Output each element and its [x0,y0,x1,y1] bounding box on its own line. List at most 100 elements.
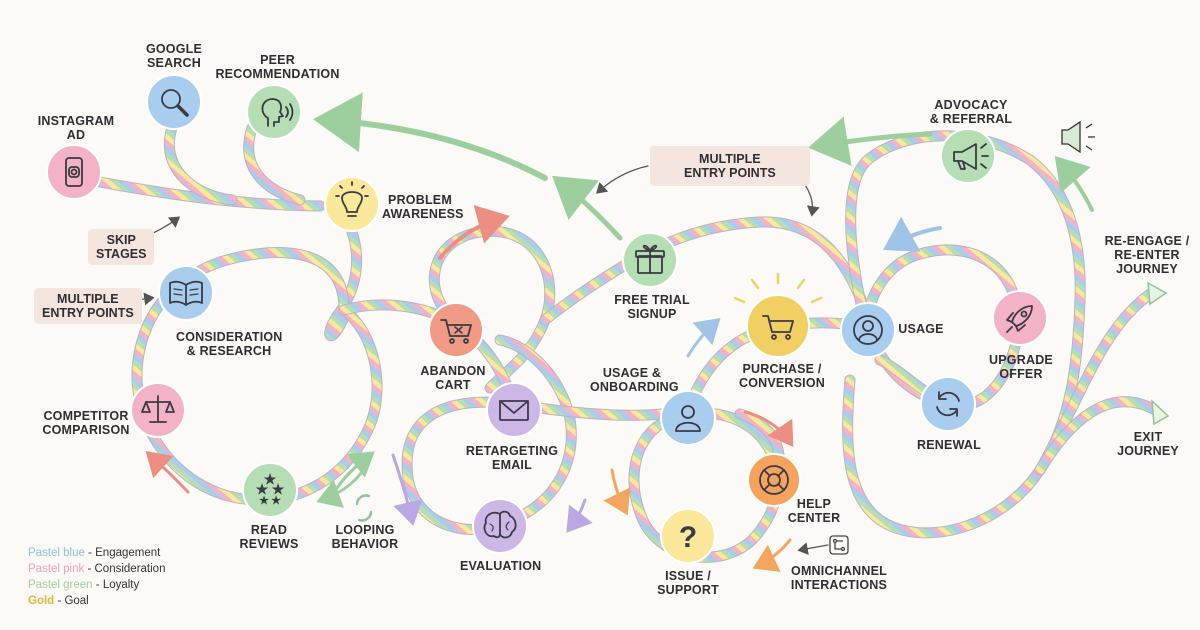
node-circle [747,453,801,507]
legend-item: Pastel blue - Engagement [28,547,161,559]
rope-to-trial [540,217,875,329]
node-help-center [747,453,801,507]
rope-consideration-loop [132,248,382,505]
journey-nodes: ★★★★★? [46,74,1048,564]
node-circle [46,144,102,200]
node-circle [428,302,484,358]
rocket-icon [1006,305,1033,333]
node-circle [324,176,380,232]
node-circle [486,382,542,438]
node-read-reviews: ★★★★★ [242,462,298,518]
omnichannel-icon [829,535,849,555]
scales-icon [141,395,175,423]
rope-peer [244,123,305,205]
megaphone-small-icon [1061,120,1095,154]
arrow-renewal-loop [883,216,942,252]
arrow-entry-left [596,165,649,194]
refresh-icon [936,391,960,417]
svg-text:?: ? [679,521,697,554]
re-engage-arrowhead [1147,281,1168,306]
user-circle-icon [853,315,883,345]
stars-icon: ★★★★★ [256,471,285,507]
arrow-trial-up [552,175,623,241]
brain-icon [483,510,517,539]
node-circle [920,376,976,432]
label-purchase-conversion: PURCHASE /CONVERSION [738,362,826,390]
svg-text:★: ★ [256,481,269,497]
node-google-search [146,74,202,130]
legend-swatch-blue: Pastel blue [28,547,85,559]
node-usage-onboarding [660,390,716,446]
open-book-icon [169,280,203,306]
arrow-abandon-loop [438,204,510,260]
node-consideration-research [158,265,214,321]
node-free-trial-signup [622,232,678,288]
rope-big-loop [843,131,1085,538]
node-problem-awareness [324,176,380,232]
arrow-eval-loop [391,453,423,526]
node-competitor-comparison [130,382,186,438]
arrow-retarget [566,498,593,533]
node-circle [746,294,810,358]
legend-item: Pastel green - Loyalty [28,579,140,591]
label-renewal: RENEWAL [917,438,981,452]
gift-icon [635,244,665,274]
exit-arrowheads [1147,281,1170,426]
label-advocacy-referral: ADVOCACY& REFERRAL [929,98,1013,126]
megaphone-icon [953,143,989,170]
label-evaluation: EVALUATION [460,559,542,573]
legend-item: Gold - Goal [28,595,89,607]
legend-swatch-gold: Gold [28,595,55,607]
rope-google [164,123,237,205]
legend-swatch-pink: Pastel pink [28,563,85,575]
legend-swatch-green: Pastel green [28,579,93,591]
label-consideration-research: CONSIDERATION& RESEARCH [176,330,283,358]
node-circle [660,508,716,564]
node-renewal [920,376,976,432]
node-instagram-ad [46,144,102,200]
node-circle [246,84,302,140]
node-advocacy-referral [940,128,996,184]
label-usage: USAGE [898,322,944,336]
rope-support-loop [629,408,782,562]
arrow-help-loop [743,410,794,447]
magnifier-icon [161,89,189,117]
lifebuoy-icon [759,465,789,495]
arrow-advocacy-back [808,116,933,166]
arrow-back-to-peer [313,92,548,181]
envelope-icon [499,400,529,421]
arrow-issue-loop [752,538,792,572]
purchase-rays [733,272,823,304]
question-icon: ? [679,521,697,554]
arrow-omni [797,542,829,556]
label-usage-onboarding: USAGE &ONBOARDING [590,366,679,394]
shopping-cart-icon [762,315,794,340]
node-purchase-conversion [746,294,810,358]
speaking-head-icon [261,98,294,127]
svg-text:★: ★ [259,495,269,507]
node-issue-support: ? [660,508,716,564]
svg-text:★: ★ [264,471,277,487]
rope-exit [1035,397,1160,475]
lightbulb-icon [335,181,369,217]
svg-text:★: ★ [272,481,285,497]
node-usage [840,302,896,358]
node-peer-recommendation [246,84,302,140]
node-retargeting-email [486,382,542,438]
looping-icon [355,494,373,522]
